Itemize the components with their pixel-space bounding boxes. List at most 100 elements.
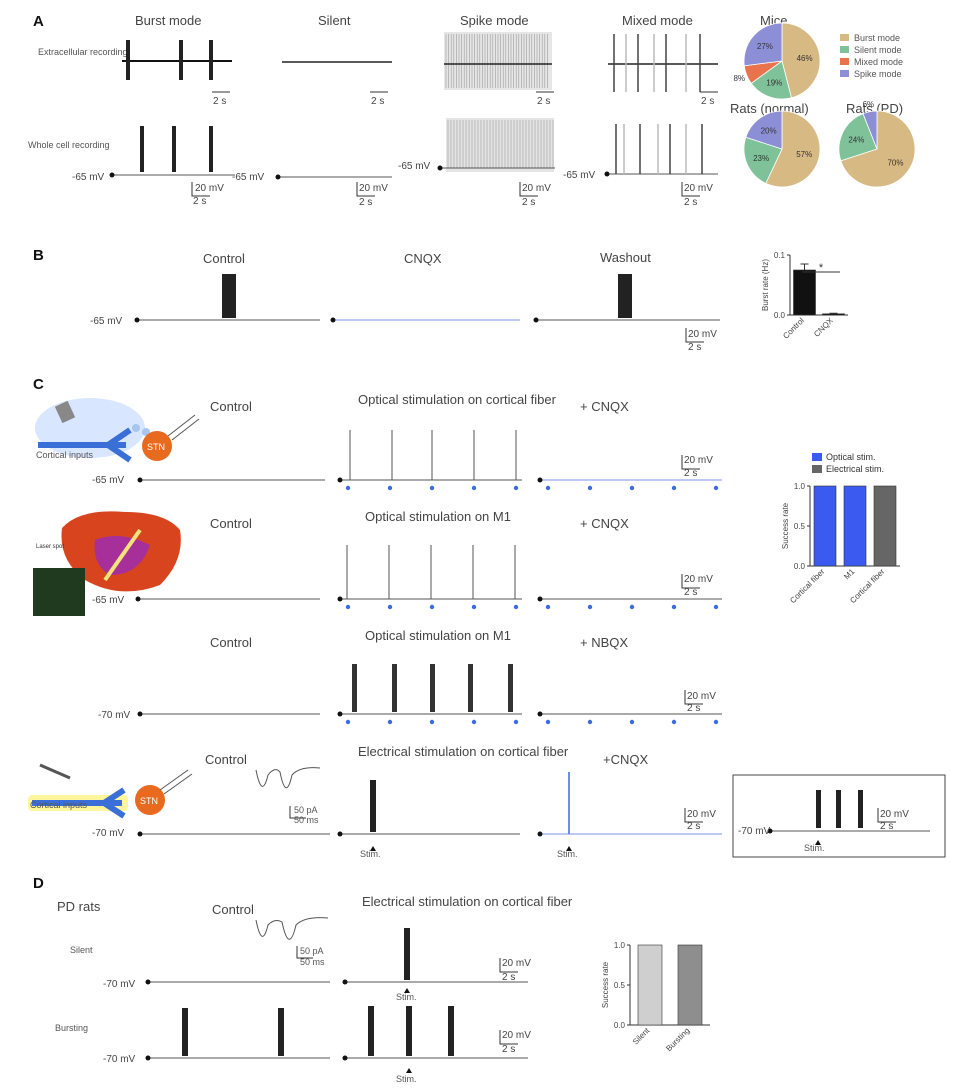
legend-swatch-optical [812,453,822,461]
category-label: Control [781,316,806,341]
tick-label: 0.1 [774,251,786,260]
trace-start-marker [342,1055,348,1061]
fluorescence-inset [33,568,85,616]
bar [822,313,845,316]
pipette-icon-2 [159,769,193,795]
scalebars-d [296,946,518,1045]
b-scale-t: 2 s [688,342,701,353]
inset-stim-arrow [815,840,821,845]
c1-cnqx-dot [545,485,551,491]
panel-c-traces [135,430,930,851]
diagram-stn-label-2: STN [140,796,158,806]
trace-start-marker [337,831,343,837]
trace-start-marker [337,596,343,602]
pie-slice-label: 19% [766,78,782,87]
diagram-cortical-label-2: Cortical inputs [30,800,88,810]
trace-start-marker [137,831,143,837]
b-title-washout: Washout [600,250,651,265]
pie-legend: Burst mode Silent mode Mixed mode Spike … [840,33,903,79]
d-scale-t-1: 2 s [502,972,515,983]
mode-title-mixed: Mixed mode [622,13,693,28]
legend-optical: Optical stim. [826,452,876,462]
c1-scale-mv: 20 mV [684,455,713,466]
axon-branch [106,427,132,463]
b-scalebar [685,328,704,343]
pie-slice-label: 46% [797,54,813,63]
inset-burst [836,790,841,828]
panel-label-c: C [33,376,44,393]
scale-time-a2: 2 s [371,96,384,107]
c1-control: Control [210,399,252,414]
chart-ylabel: Burst rate (Hz) [761,259,770,311]
wc-spike-bg [446,118,554,172]
b-vm-label: -65 mV [90,316,123,327]
c2-cnqx-dot [629,604,635,610]
laser-path [103,528,142,582]
c1-stim-dot [345,485,351,491]
trace-start-marker [537,477,543,483]
legend-electrical: Electrical stim. [826,464,884,474]
c1-stim-dot [513,485,519,491]
c3-burst [352,664,357,712]
d-control: Control [212,902,254,917]
electrode-icon [39,763,71,780]
c2-cnqx-dot [587,604,593,610]
d-epsc-trace [255,917,329,940]
pie-slice [743,22,783,67]
c3-stim-dot [429,719,435,725]
inset-scale-mv: 20 mV [880,809,909,820]
c1-vm: -65 mV [92,475,125,486]
c4-burst [370,780,376,832]
c4-scale-t: 2 s [687,821,700,832]
category-label: Bursting [664,1026,691,1053]
trace-start-marker [145,979,151,985]
d-stim-label-2: Stim. [396,1074,417,1084]
d-scale-pa: 50 pA [300,946,324,956]
stn-neuron-icon-2 [135,785,165,815]
c1-stim-dot [471,485,477,491]
c3-burst [468,664,473,712]
category-label: M1 [842,567,857,582]
b-scale-mv: 20 mV [688,329,717,340]
c4-cnqx-arrow [566,846,572,851]
d-burst-stim-burst [368,1006,374,1056]
c3-stim-dot [345,719,351,725]
trace-start-marker [135,596,141,602]
bar [813,485,837,567]
pie-slice [750,60,792,100]
c2-cnqx-dot [545,604,551,610]
legend-swatch-silent [840,46,849,53]
pie-slice-label: 70% [887,158,903,167]
ext-burst [179,40,183,80]
extracellular-traces [122,32,718,92]
panel-label-a: A [33,13,44,30]
b-title-control: Control [203,251,245,266]
c3-scale-mv: 20 mV [687,691,716,702]
tick-label: 1.0 [614,941,626,950]
bar [677,944,703,1026]
brain-slice-image: Laser spot [33,511,181,616]
axon-shape-2 [32,800,122,806]
pie-slice [862,110,878,150]
d-row-silent: Silent [70,945,93,955]
c3-stim-dot [513,719,519,725]
tick-label: 1.0 [794,482,806,491]
wc-burst [172,126,176,172]
stn-neuron-icon [142,431,172,461]
tick-label: 0.0 [614,1021,626,1030]
c4-vm: -70 mV [92,828,125,839]
pie-slice-label: 8% [733,74,745,83]
tick-label: 0.0 [794,562,806,571]
ext-burst [126,40,130,80]
trace-start-marker [134,317,140,323]
inset-box [732,774,946,858]
c2-vm: -65 mV [92,595,125,606]
d-scale-mv-2: 20 mV [502,1030,531,1041]
scalebars-a [191,91,718,197]
inset-scale-t: 2 s [880,821,893,832]
d-title: PD rats [57,899,101,914]
c3-burst [508,664,513,712]
scale-t-a4: 2 s [684,197,697,208]
d-burst-stim-burst [448,1006,454,1056]
legend-swatch-mixed [840,58,849,65]
